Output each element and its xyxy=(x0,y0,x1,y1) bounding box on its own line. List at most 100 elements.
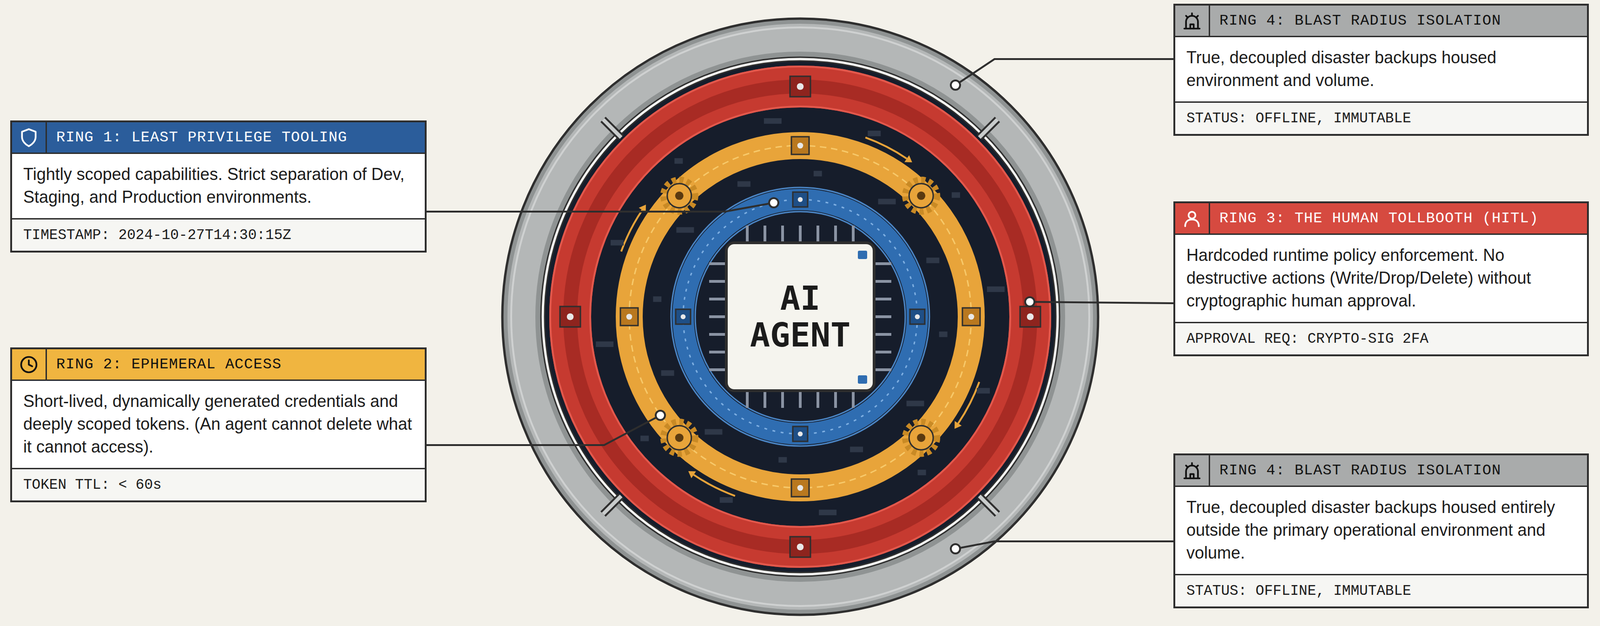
rotation-arrow xyxy=(865,137,907,159)
chip-pin xyxy=(816,225,820,242)
arrow-head xyxy=(688,470,697,478)
circuit-trace xyxy=(719,496,733,503)
callout-header: RING 4: BLAST RADIUS ISOLATION xyxy=(1175,454,1587,487)
joint-rivet xyxy=(1027,313,1034,321)
ring-strut xyxy=(979,119,998,138)
circuit-trace xyxy=(849,446,863,452)
chip-pin xyxy=(763,225,767,242)
blue-ring-edge xyxy=(695,211,906,422)
leader-line xyxy=(955,540,1174,549)
blue-ring-track xyxy=(683,199,918,434)
chip-pin xyxy=(816,391,820,408)
ring-status: TOKEN TTL: < 60s xyxy=(12,467,425,501)
icon-cell xyxy=(12,122,47,153)
circuit-trace xyxy=(763,118,782,124)
leader-dot xyxy=(769,197,779,208)
blue-ring xyxy=(683,199,918,434)
chip-pin xyxy=(709,262,725,265)
gear xyxy=(667,183,692,208)
chip-pin xyxy=(709,297,725,301)
gear-teeth xyxy=(905,421,937,454)
ring-description: True, decoupled disaster backups housed … xyxy=(1175,37,1587,102)
ring-joint xyxy=(962,307,981,326)
callout-box: RING 1: LEAST PRIVILEGE TOOLINGTightly s… xyxy=(10,120,427,253)
chip-pin xyxy=(781,225,784,242)
callout-box: RING 4: BLAST RADIUS ISOLATIONTrue, deco… xyxy=(1173,453,1589,608)
leader-line xyxy=(1029,301,1174,303)
joint-rivet xyxy=(796,83,804,91)
ring-joint xyxy=(791,136,810,155)
gear xyxy=(908,183,934,208)
gear-hub xyxy=(675,433,684,442)
icon-glyph xyxy=(1184,13,1200,29)
icon-glyph xyxy=(1184,462,1200,478)
ring-strut xyxy=(603,119,622,138)
callout-header: RING 1: LEAST PRIVILEGE TOOLING xyxy=(12,122,425,154)
gear-hub xyxy=(916,433,926,442)
leader-dot xyxy=(655,410,666,420)
circuit-trace xyxy=(610,239,624,246)
ring-joint xyxy=(1020,306,1041,327)
icon-glyph xyxy=(21,356,37,372)
ring-strut xyxy=(603,495,622,514)
callout-box: RING 4: BLAST RADIUS ISOLATIONTrue, deco… xyxy=(1173,3,1589,136)
circuit-trace xyxy=(867,130,881,137)
icon-cell xyxy=(1175,454,1211,486)
outer-ring xyxy=(502,18,1099,615)
chip-pin xyxy=(875,350,892,354)
chip-pin xyxy=(875,279,892,283)
gear-teeth xyxy=(905,179,937,212)
rotation-arrow xyxy=(958,381,980,423)
chip-indicator xyxy=(857,375,868,384)
joint-rivet xyxy=(796,543,804,551)
chip-pin xyxy=(851,225,855,242)
chip-pin xyxy=(709,350,725,354)
circuit-trace xyxy=(595,341,614,347)
circuit-trace xyxy=(778,456,787,463)
gear-hub xyxy=(916,191,926,200)
joint-rivet xyxy=(680,314,686,320)
circuit-trace xyxy=(661,369,675,376)
ring-icon xyxy=(18,354,40,375)
circuit-trace xyxy=(906,400,925,407)
chip-pin xyxy=(851,391,855,408)
ring-icon xyxy=(1181,10,1203,32)
red-ring xyxy=(570,86,1031,547)
agent-label: AI AGENT xyxy=(746,279,854,354)
leader-dot xyxy=(950,543,961,554)
circuit-trace xyxy=(917,469,927,475)
leader-dot xyxy=(1025,296,1035,307)
circuit-trace xyxy=(951,191,961,198)
joint-rivet xyxy=(797,142,804,149)
callout-box: RING 3: THE HUMAN TOLLBOOTH (HITL)Hardco… xyxy=(1173,201,1589,356)
red-ring-edge xyxy=(590,106,1011,527)
white-ring xyxy=(540,57,1060,576)
chip-pin xyxy=(745,225,749,242)
ring-joint xyxy=(791,478,810,497)
dark-core xyxy=(544,60,1056,573)
chip-pin xyxy=(834,225,837,242)
concentric-rings xyxy=(502,18,1099,615)
ring-status: STATUS: OFFLINE, IMMUTABLE xyxy=(1175,101,1587,134)
joint-rivet xyxy=(566,313,574,321)
outer-ring-edge xyxy=(511,27,1090,606)
ring-joint xyxy=(559,306,581,327)
chip-pins xyxy=(709,225,892,408)
circuit-trace xyxy=(976,387,990,394)
agent-chip: AI AGENT xyxy=(724,241,876,392)
rotation-arrow xyxy=(621,210,643,252)
gear-teeth xyxy=(663,421,696,454)
orange-ring xyxy=(629,145,972,488)
callout-header: RING 4: BLAST RADIUS ISOLATION xyxy=(1175,5,1587,38)
red-ring-stripe xyxy=(570,86,1031,547)
circuit-trace xyxy=(674,158,683,164)
joint-rivet xyxy=(797,197,804,203)
ring-icon xyxy=(18,127,40,148)
ring-joint xyxy=(790,76,811,97)
callout-header: RING 2: EPHEMERAL ACCESS xyxy=(12,348,425,381)
ring-icon xyxy=(1181,460,1203,481)
rotation-arrow xyxy=(693,474,736,496)
ring-description: Tightly scoped capabilities. Strict sepa… xyxy=(12,153,425,218)
circuit-trace xyxy=(987,286,1005,292)
icon-glyph xyxy=(1185,211,1199,226)
